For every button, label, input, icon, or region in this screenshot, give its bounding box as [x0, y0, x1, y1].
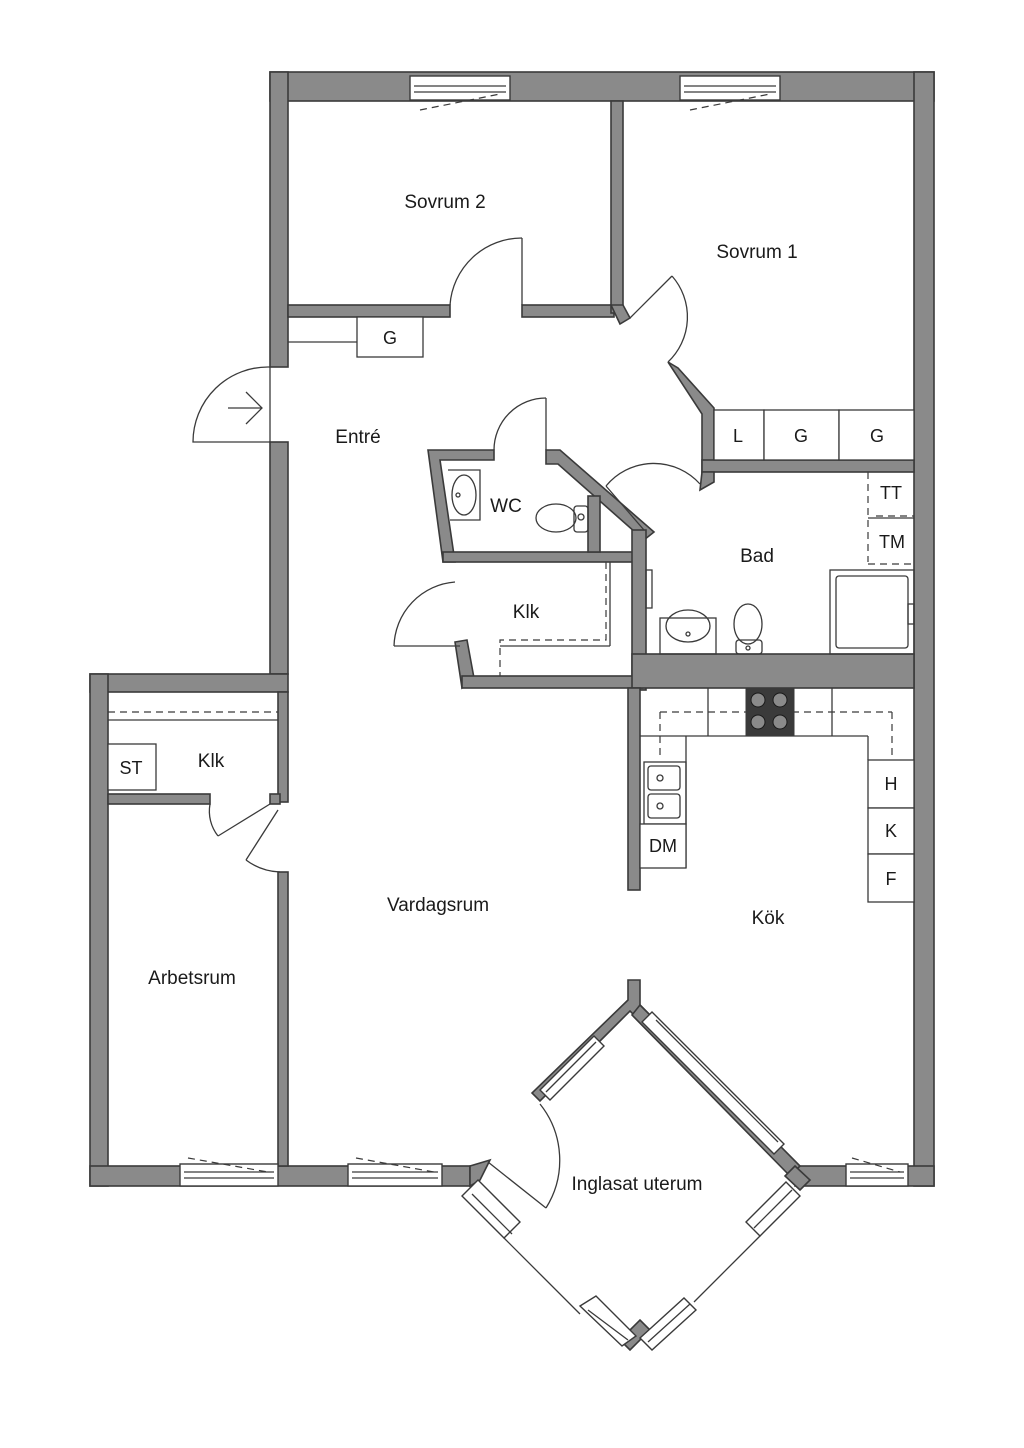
label-klk-hall: Klk	[513, 602, 540, 623]
door-wc	[493, 397, 547, 451]
outer-walls	[89, 71, 935, 1187]
label-wc: WC	[490, 496, 522, 517]
bad-sink	[659, 609, 717, 655]
wc-sink	[448, 469, 481, 521]
wc-toilet	[535, 503, 589, 533]
label-tm: TM	[879, 532, 905, 552]
label-g-hall2: G	[870, 426, 884, 446]
label-sovrum1: Sovrum 1	[716, 242, 797, 263]
bad-toilet	[733, 603, 763, 655]
label-k: K	[885, 821, 897, 841]
windows	[179, 75, 909, 1351]
bad-shower	[829, 569, 915, 655]
label-h: H	[885, 774, 898, 794]
label-g-hall1: G	[794, 426, 808, 446]
door-sovrum1	[629, 275, 689, 363]
window-uterum-upper-right	[641, 1011, 785, 1155]
door-bad	[605, 462, 701, 531]
room-labels: Sovrum 2 Sovrum 1 Entré WC Bad Klk Klk V…	[148, 192, 797, 1195]
label-vardagsrum: Vardagsrum	[387, 895, 489, 916]
label-g-entre: G	[383, 328, 397, 348]
appliance-h	[867, 759, 915, 809]
label-klk-office: Klk	[198, 751, 225, 772]
label-sovrum2: Sovrum 2	[404, 192, 485, 213]
dishwasher	[639, 823, 687, 869]
window-uterum-lower-left	[461, 1179, 638, 1347]
label-f: F	[886, 869, 897, 889]
appliance-k	[867, 807, 915, 855]
interior-walls	[107, 100, 915, 1352]
door-arbetsrum	[245, 809, 281, 873]
label-tt: TT	[880, 483, 902, 503]
appliance-f	[867, 853, 915, 903]
window-uterum-lower-right	[638, 1181, 801, 1351]
window-vardagsrum	[347, 1157, 443, 1187]
door-uterum	[487, 1103, 561, 1209]
door-klk-hall	[393, 581, 460, 647]
doors	[192, 237, 701, 1209]
window-uterum-upper-left	[539, 1035, 605, 1101]
label-entre: Entré	[335, 427, 380, 448]
label-st: ST	[119, 758, 142, 778]
label-kok: Kök	[752, 908, 785, 929]
label-dm: DM	[649, 836, 677, 856]
st-cabinet	[107, 743, 157, 791]
kitchen-sink	[643, 761, 687, 825]
label-arbetsrum: Arbetsrum	[148, 968, 236, 989]
window-sovrum2	[409, 75, 511, 111]
fixture-labels: G L G G TT TM ST H K F DM	[119, 328, 905, 889]
entry-door	[192, 366, 271, 443]
label-uterum: Inglasat uterum	[572, 1174, 703, 1195]
label-bad: Bad	[740, 546, 774, 567]
door-sovrum2	[449, 237, 523, 306]
stove	[745, 687, 795, 737]
fixtures	[107, 316, 915, 903]
wardrobe-g2	[838, 409, 915, 461]
wardrobe-g-entre	[356, 316, 424, 358]
door-klk-office	[208, 803, 271, 837]
window-sovrum1	[679, 75, 781, 111]
window-kok	[845, 1157, 909, 1187]
label-l: L	[733, 426, 743, 446]
window-arbetsrum	[179, 1157, 279, 1187]
